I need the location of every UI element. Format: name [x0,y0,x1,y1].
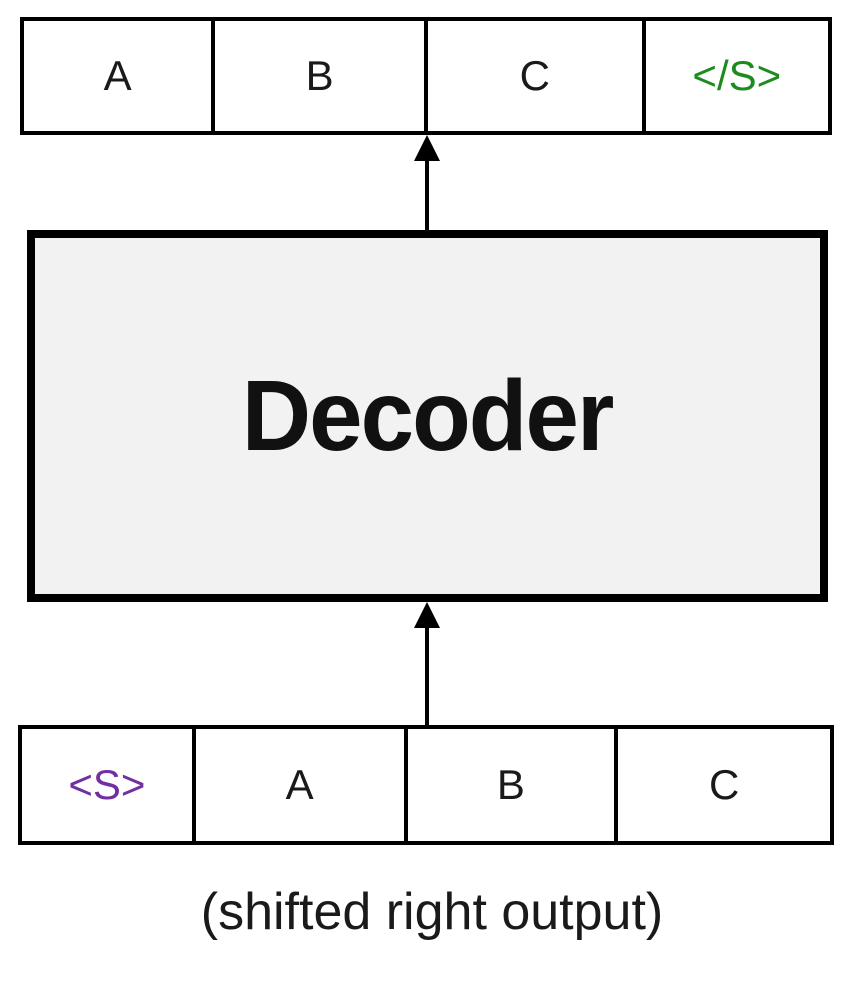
arrow-shaft [425,155,429,230]
arrow-shaft [425,622,429,725]
output-token-a: A [24,21,216,131]
decoder-label: Decoder [242,359,615,472]
output-token-b: B [215,21,428,131]
input-token-start-of-sequence: <S> [22,729,196,841]
input-token-c: C [708,761,740,808]
output-token-end-of-sequence: </S> [692,52,782,99]
decoder-to-output-arrow [413,135,441,230]
decoder-block: Decoder [27,230,828,602]
output-token-c: C [428,21,646,131]
input-token-b: B [408,729,619,841]
input-token-a: A [196,729,408,841]
output-token-row: A B C </S> [20,17,832,135]
input-to-decoder-arrow [413,602,441,725]
input-token-row: <S> A B C [18,725,834,845]
shifted-right-caption: (shifted right output) [200,883,664,941]
